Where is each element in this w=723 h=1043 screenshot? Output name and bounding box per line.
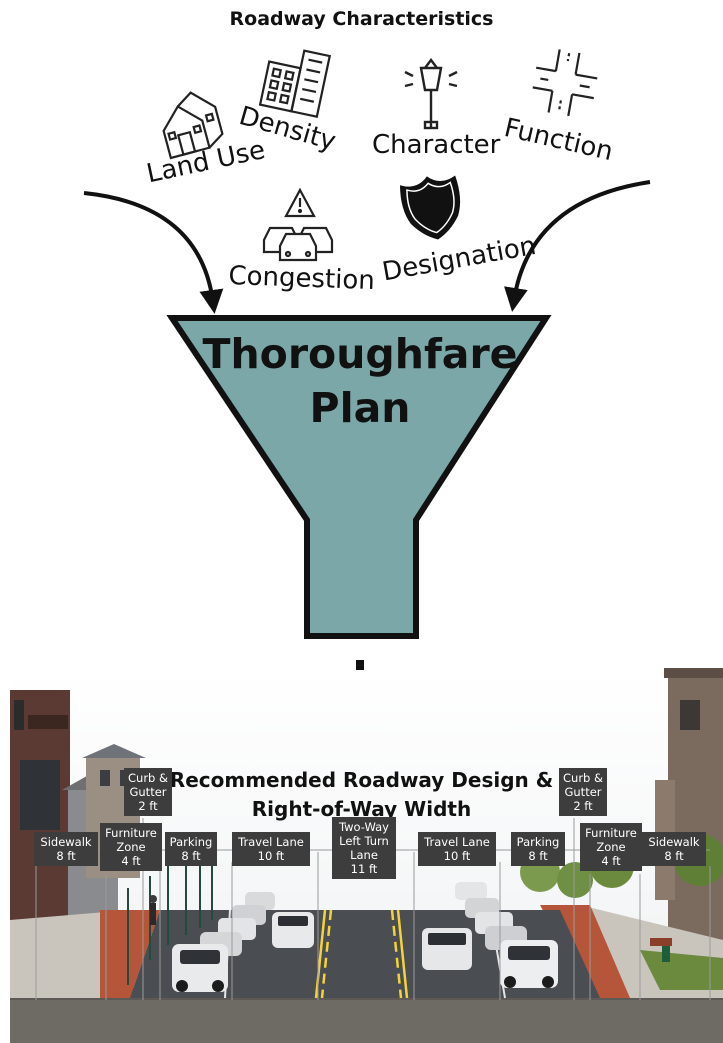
label-character: Character [372, 130, 501, 160]
house-icon [162, 91, 224, 160]
route-shield-icon [399, 175, 461, 240]
buildings-icon [258, 49, 332, 119]
street-lamp-icon [404, 58, 458, 130]
right-input-arrow [504, 180, 651, 312]
left-input-arrow [83, 191, 224, 314]
parked-cars-left [172, 892, 275, 992]
label-congestion: Congestion [227, 261, 376, 297]
page-title: Roadway Characteristics [229, 8, 494, 30]
traffic-warning-icon [262, 187, 334, 262]
funnel-title-line2: Plan [309, 384, 411, 432]
parked-cars-right [455, 882, 558, 988]
funnel-shape [166, 315, 552, 639]
result-title: Recommended Roadway Design & Right-of-Wa… [0, 766, 723, 824]
intersection-icon [532, 49, 598, 117]
funnel-title-line1: Thoroughfare [202, 330, 518, 378]
result-title-line1: Recommended Roadway Design & [169, 768, 554, 792]
